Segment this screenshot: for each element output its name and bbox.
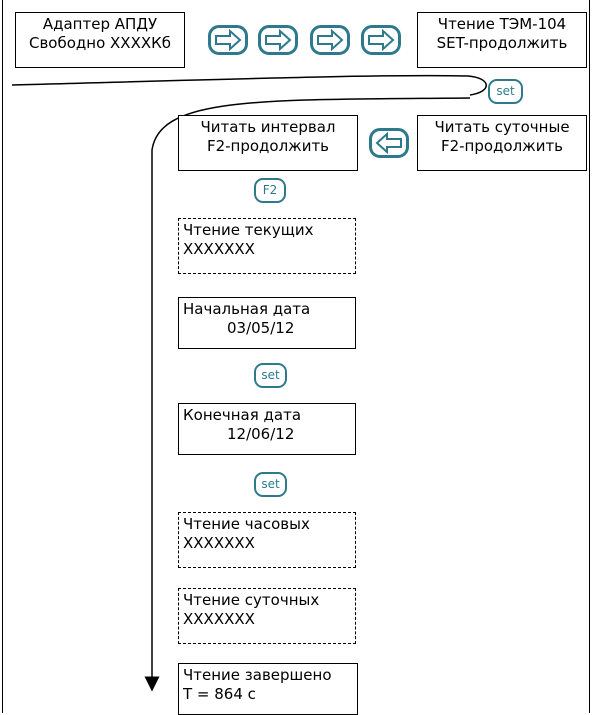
- read-hourly-line1: Чтение часовых: [183, 515, 310, 533]
- read-daily-line2: F2-продолжить: [440, 137, 564, 155]
- tem-line1: Чтение ТЭМ-104: [437, 15, 567, 33]
- read-daily2-line2: ХХХХХХХ: [183, 610, 255, 628]
- read-hourly-box: Чтение часовых ХХХХХХХ: [178, 512, 356, 568]
- read-interval-line1: Читать интервал: [200, 118, 336, 136]
- read-hourly-line2: ХХХХХХХ: [183, 534, 255, 552]
- read-current-line1: Чтение текущих: [183, 221, 314, 239]
- adapter-box: Адаптер АПДУ Свободно ХХХХКб: [15, 12, 185, 68]
- start-date-box: Начальная дата 03/05/12: [178, 297, 356, 349]
- set-button[interactable]: set: [254, 363, 287, 388]
- read-interval-box: Читать интервал F2-продолжить: [178, 115, 358, 171]
- f2-button[interactable]: F2: [254, 178, 286, 203]
- tem-box: Чтение ТЭМ-104 SET-продолжить: [417, 12, 587, 68]
- start-date-line1: Начальная дата: [183, 300, 311, 318]
- adapter-line1: Адаптер АПДУ: [42, 15, 158, 33]
- start-date-line2: 03/05/12: [227, 319, 295, 337]
- right-arrow-icon[interactable]: [361, 25, 401, 55]
- set-button[interactable]: set: [488, 79, 523, 104]
- adapter-line2: Свободно ХХХХКб: [28, 34, 172, 52]
- set-button[interactable]: set: [254, 472, 287, 497]
- done-line1: Чтение завершено: [183, 666, 332, 684]
- left-arrow-icon[interactable]: [369, 128, 409, 158]
- read-daily2-box: Чтение суточных ХХХХХХХ: [178, 588, 356, 644]
- end-date-line1: Конечная дата: [183, 406, 302, 424]
- read-current-box: Чтение текущих ХХХХХХХ: [178, 218, 356, 274]
- top-separator-curve: [11, 74, 487, 96]
- done-box: Чтение завершено Т = 864 с: [178, 663, 358, 715]
- right-arrow-icon[interactable]: [310, 25, 350, 55]
- read-current-line2: ХХХХХХХ: [183, 240, 255, 258]
- tem-line2: SET-продолжить: [436, 34, 568, 52]
- main-flow-arrow: [144, 97, 471, 692]
- end-date-box: Конечная дата 12/06/12: [178, 403, 356, 455]
- read-daily2-line1: Чтение суточных: [183, 591, 320, 609]
- end-date-line2: 12/06/12: [227, 425, 295, 443]
- right-arrow-icon[interactable]: [208, 25, 248, 55]
- read-interval-line2: F2-продолжить: [206, 137, 330, 155]
- read-daily-box: Читать суточные F2-продолжить: [417, 115, 587, 171]
- read-daily-line1: Читать суточные: [434, 118, 570, 136]
- right-arrow-icon[interactable]: [258, 25, 298, 55]
- done-line2: Т = 864 с: [183, 685, 256, 703]
